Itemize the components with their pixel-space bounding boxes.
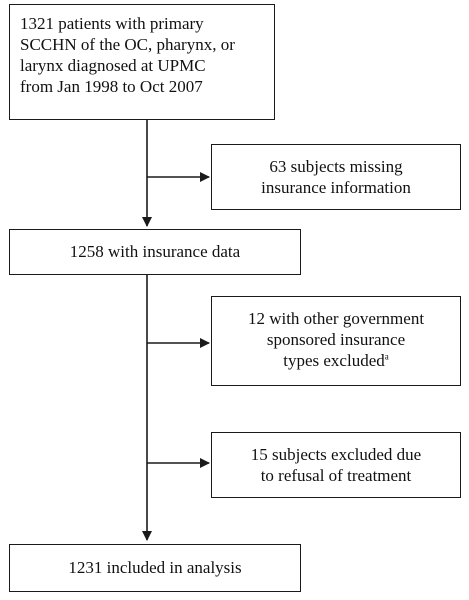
exclusion-1-line-2: insurance information [261, 178, 411, 197]
exclusion-3-line-1: 15 subjects excluded due [250, 445, 422, 464]
start-line-2: SCCHN of the OC, pharynx, or [20, 35, 235, 54]
start-line-3: larynx diagnosed at UPMC [20, 56, 206, 75]
exclusion-refusal-box: 15 subjects excluded due to refusal of t… [211, 432, 461, 498]
exclusion-2-line-3: types excludeda [218, 350, 454, 371]
exclusion-missing-insurance-box: 63 subjects missing insurance informatio… [211, 144, 461, 210]
step-2-text: 1258 with insurance data [69, 242, 241, 261]
start-line-1: 1321 patients with primary [20, 14, 204, 33]
insurance-data-box: 1258 with insurance data [9, 229, 301, 275]
exclusion-2-line-3-text: types excluded [283, 351, 385, 370]
exclusion-1-line-1: 63 subjects missing [269, 157, 403, 176]
final-text: 1231 included in analysis [68, 558, 242, 577]
exclusion-2-line-1: 12 with other government [247, 309, 425, 328]
footnote-marker: a [384, 351, 389, 362]
start-population-box: 1321 patients with primary SCCHN of the … [9, 4, 275, 120]
exclusion-3-line-2: to refusal of treatment [260, 466, 412, 485]
exclusion-2-line-2: sponsored insurance [266, 330, 406, 349]
exclusion-government-insurance-box: 12 with other government sponsored insur… [211, 296, 461, 386]
start-line-4: from Jan 1998 to Oct 2007 [20, 77, 203, 96]
included-in-analysis-box: 1231 included in analysis [9, 544, 301, 592]
